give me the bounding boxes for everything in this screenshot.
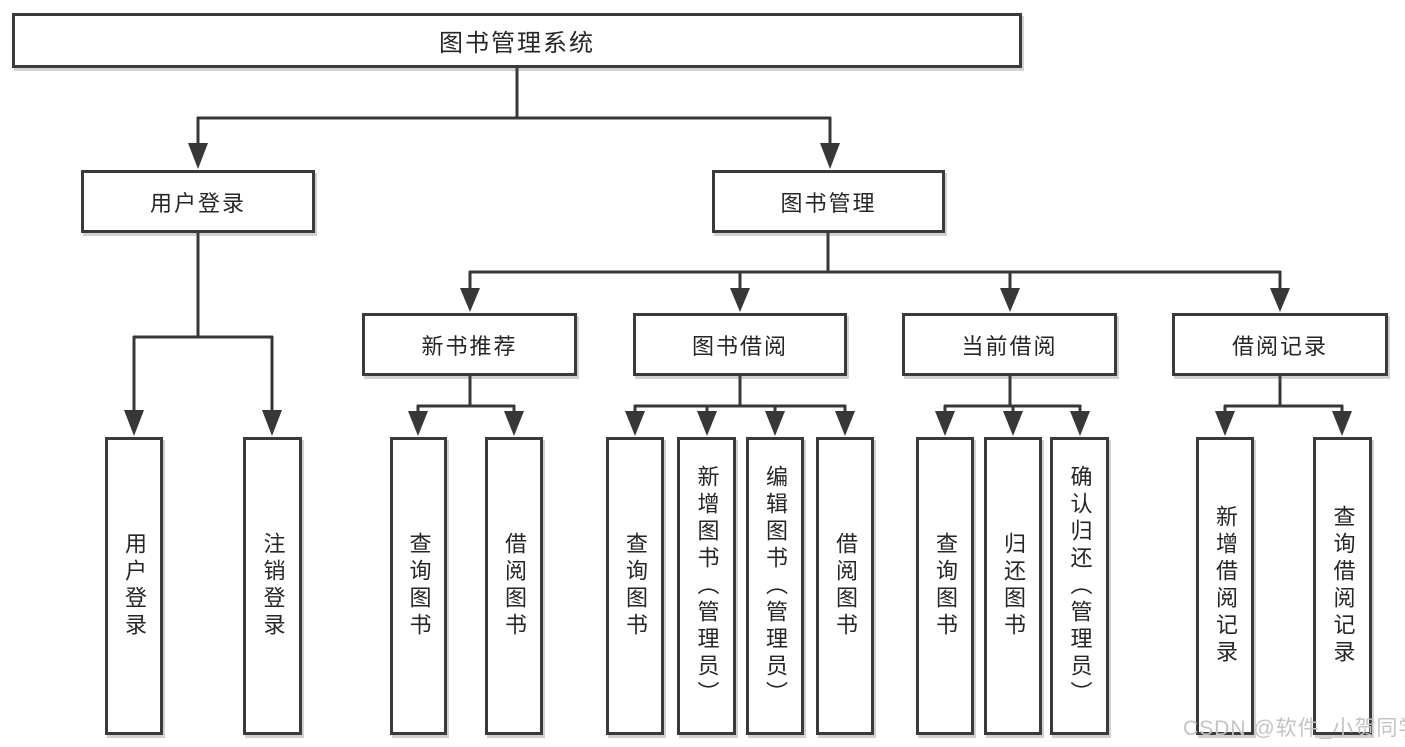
- node-book-management: 图书管理: [712, 170, 945, 233]
- leaf-query-borrow-record: 查询借阅记录: [1313, 437, 1372, 735]
- node-borrowing-records: 借阅记录: [1172, 313, 1388, 376]
- leaf-edit-books-admin: 编辑图书（管理员）: [746, 437, 804, 735]
- leaf-return-books: 归还图书: [984, 437, 1042, 735]
- leaf-logout: 注销登录: [243, 437, 302, 735]
- node-current-borrowing: 当前借阅: [902, 313, 1117, 376]
- connector-borrowrecords-to-leaves: [1215, 376, 1352, 436]
- node-library-management-system: 图书管理系统: [12, 13, 1022, 68]
- node-user-login: 用户登录: [81, 170, 315, 233]
- leaf-user-login: 用户登录: [105, 437, 163, 735]
- connector-newbookrec-to-leaves: [408, 376, 524, 436]
- leaf-borrow-books-newrec: 借阅图书: [485, 437, 543, 735]
- connector-currentborrow-to-leaves: [935, 376, 1090, 436]
- connector-bookborrow-to-leaves: [625, 376, 855, 436]
- leaf-query-books-current: 查询图书: [916, 437, 974, 735]
- node-new-book-recommendation: 新书推荐: [362, 313, 577, 376]
- leaf-borrow-books-borrow: 借阅图书: [816, 437, 874, 735]
- connector-root-to-level2: [188, 68, 840, 169]
- leaf-confirm-return-admin: 确认归还（管理员）: [1050, 437, 1109, 735]
- leaf-add-borrow-record: 新增借阅记录: [1196, 437, 1254, 735]
- leaf-add-books-admin: 新增图书（管理员）: [677, 437, 736, 735]
- connector-userlogin-to-leaves: [124, 233, 282, 436]
- leaf-query-books-borrow: 查询图书: [606, 437, 664, 735]
- node-book-borrowing: 图书借阅: [633, 313, 847, 376]
- csdn-watermark: CSDN @软件_小贺同学: [1183, 717, 1405, 740]
- connector-bookmgmt-to-level3: [460, 233, 1290, 312]
- leaf-query-books-newrec: 查询图书: [390, 437, 447, 735]
